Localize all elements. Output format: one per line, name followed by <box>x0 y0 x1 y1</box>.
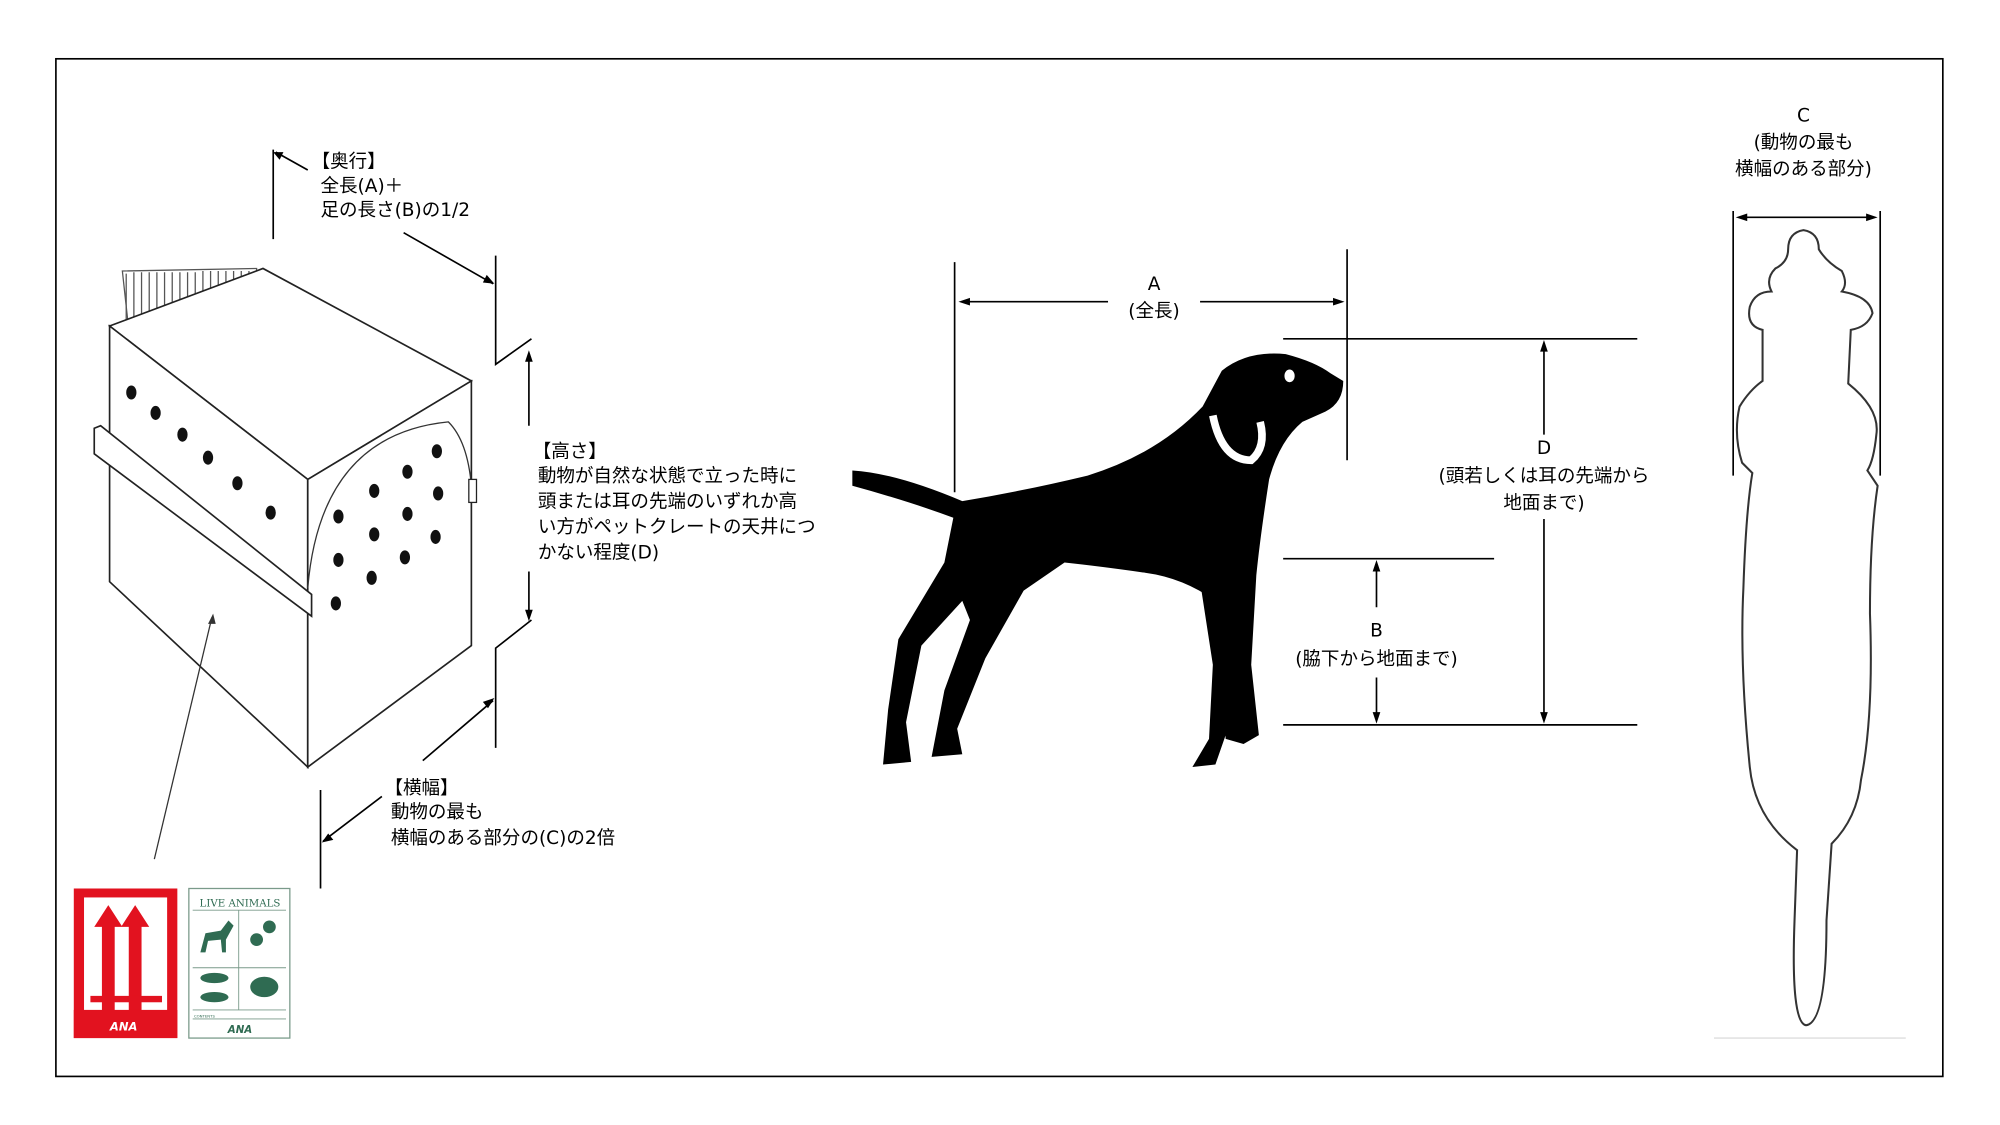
live-animals-title: LIVE ANIMALS <box>200 898 281 909</box>
this-way-up-label: ANA <box>73 888 178 1039</box>
depth-label-line2: 足の長さ(B)の1/2 <box>321 200 471 221</box>
width-label-line1: 動物の最も <box>391 802 484 823</box>
height-label-line1: 動物が自然な状態で立った時に <box>538 466 797 487</box>
dimension-c <box>1732 210 1882 476</box>
height-label-line4: かない程度(D) <box>538 543 659 564</box>
live-animals-contents: CONTENTS <box>194 1014 216 1019</box>
dim-b-letter: B <box>1370 621 1383 642</box>
height-label-title: 【高さ】 <box>533 442 607 463</box>
crate-handle-rail <box>93 424 313 618</box>
dimension-b <box>1283 557 1495 724</box>
width-label-title: 【横幅】 <box>384 778 458 799</box>
dim-c-desc2: 横幅のある部分) <box>1735 159 1872 180</box>
dog-side-silhouette <box>852 353 1344 768</box>
depth-label-title: 【奥行】 <box>312 151 386 172</box>
this-way-up-brand: ANA <box>109 1019 137 1033</box>
width-label-line2: 横幅のある部分の(C)の2倍 <box>391 828 615 849</box>
dimension-d <box>1283 337 1638 726</box>
height-label-line2: 頭または耳の先端のいずれか高 <box>538 492 797 513</box>
dim-d-desc2: 地面まで) <box>1503 493 1584 514</box>
dim-c-letter: C <box>1797 105 1810 126</box>
dim-c-desc1: (動物の最も <box>1754 132 1854 153</box>
dim-d-letter: D <box>1537 438 1551 459</box>
dimension-a <box>953 249 1348 493</box>
dog-eye <box>1284 369 1295 383</box>
dim-a-letter: A <box>1148 274 1161 295</box>
dog-top-view-outline <box>1735 229 1879 1027</box>
depth-label-line1: 全長(A)＋ <box>321 176 404 197</box>
frame-border <box>55 57 1944 1078</box>
dim-b-desc: (脇下から地面まで) <box>1295 649 1458 670</box>
dim-a-desc: (全長) <box>1128 301 1179 322</box>
crate-air-holes <box>126 385 444 611</box>
live-animals-brand: ANA <box>227 1025 252 1036</box>
dim-d-desc1: (頭若しくは耳の先端から <box>1439 466 1650 487</box>
crate-dimension-leaders <box>153 149 533 889</box>
live-animals-label: LIVE ANIMALS CONTENTS ANA <box>188 887 291 1039</box>
pet-crate-illustration <box>93 267 478 769</box>
height-label-line3: い方がペットクレートの天井につ <box>538 517 816 538</box>
